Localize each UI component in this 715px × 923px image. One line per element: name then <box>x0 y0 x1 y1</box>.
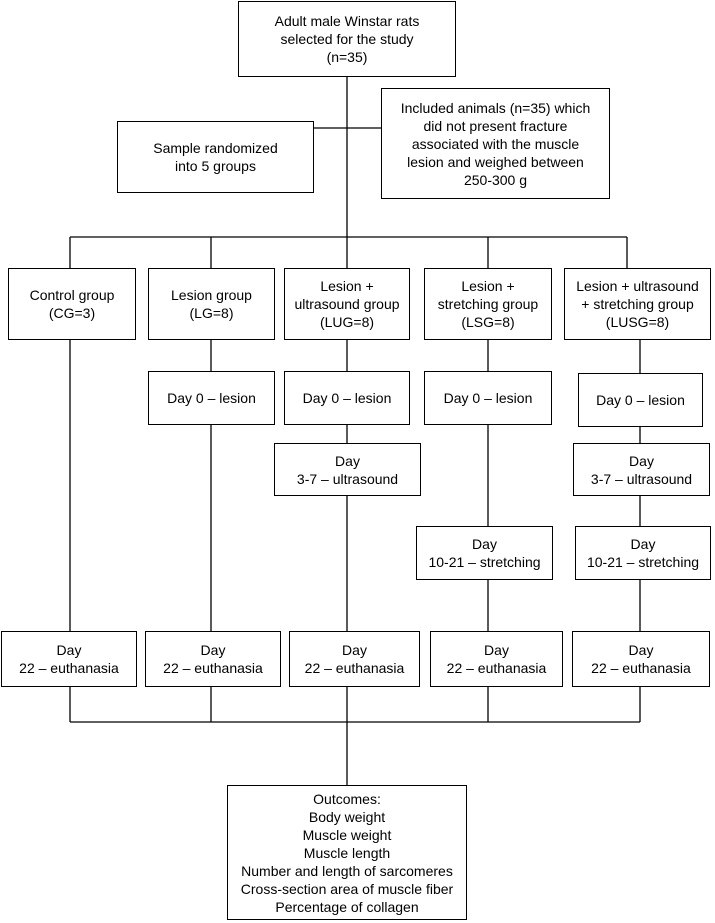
group-label: Control group <box>29 287 115 303</box>
euthanasia-lsg: Day 22 – euthanasia <box>430 631 563 687</box>
group-lesion-ultrasound-stretching: Lesion + ultrasound + stretching group (… <box>564 268 711 340</box>
group-label: Lesion + <box>320 278 374 294</box>
step-label: Day 0 – lesion <box>167 390 256 406</box>
step-label: Day <box>200 642 226 658</box>
study-selection-line: Adult male Winstar rats <box>274 13 420 29</box>
group-label: (LUG=8) <box>319 314 375 330</box>
step-label: 3-7 – ultrasound <box>590 470 693 487</box>
group-label: ultrasound group <box>294 296 400 312</box>
group-label: (LSG=8) <box>461 314 515 330</box>
outcome-item: Muscle length <box>303 844 391 861</box>
group-label: stretching group <box>437 296 539 312</box>
group-label: Lesion + <box>461 278 515 294</box>
group-label: + stretching group <box>581 296 694 312</box>
day0-lesion-lug: Day 0 – lesion <box>284 371 410 425</box>
outcome-item: Cross-section area of muscle fiber <box>240 880 454 897</box>
outcome-item: Body weight <box>308 808 386 825</box>
step-label: 10-21 – stretching <box>586 554 700 570</box>
study-selection-line: (n=35) <box>326 49 368 65</box>
group-label: (LUSG=8) <box>605 314 670 330</box>
day0-lesion-lg: Day 0 – lesion <box>148 371 275 425</box>
step-label: Day 0 – lesion <box>443 390 533 406</box>
stretching-lusg: Day 10-21 – stretching <box>575 526 711 580</box>
randomization-line: Sample randomized <box>153 140 278 156</box>
study-selection-line: selected for the study <box>280 31 414 47</box>
step-label: 22 – euthanasia <box>591 660 691 676</box>
step-label: 22 – euthanasia <box>304 660 405 676</box>
randomization-line: into 5 groups <box>175 158 256 174</box>
group-lesion: Lesion group (LG=8) <box>148 268 275 340</box>
randomization-box: Sample randomized into 5 groups <box>117 121 314 193</box>
inclusion-line: lesion and weighed between <box>407 153 584 170</box>
step-label: Day <box>342 642 367 658</box>
outcomes-title: Outcomes: <box>313 790 381 807</box>
euthanasia-lusg: Day 22 – euthanasia <box>572 631 710 687</box>
day0-lesion-lusg: Day 0 – lesion <box>578 373 703 427</box>
step-label: Day <box>484 642 509 658</box>
day0-lesion-lsg: Day 0 – lesion <box>424 371 552 425</box>
step-label: Day <box>472 536 497 552</box>
inclusion-criteria-box: Included animals (n=35) which did not pr… <box>381 88 610 199</box>
group-label: Lesion + ultrasound <box>576 278 699 294</box>
ultrasound-lug: Day 3-7 – ultrasound <box>274 443 421 496</box>
group-label: (CG=3) <box>48 305 96 321</box>
ultrasound-lusg: Day 3-7 – ultrasound <box>573 443 710 496</box>
outcome-item: Percentage of collagen <box>275 898 419 915</box>
euthanasia-lg: Day 22 – euthanasia <box>145 631 281 687</box>
stretching-lsg: Day 10-21 – stretching <box>416 526 553 580</box>
step-label: Day <box>629 452 654 469</box>
group-lesion-stretching: Lesion + stretching group (LSG=8) <box>424 268 552 340</box>
step-label: 22 – euthanasia <box>163 660 263 676</box>
step-label: Day <box>335 452 360 469</box>
inclusion-line: did not present fracture <box>423 117 568 134</box>
group-control: Control group (CG=3) <box>8 268 136 340</box>
step-label: Day <box>628 642 654 658</box>
step-label: 10-21 – stretching <box>428 554 541 570</box>
euthanasia-lug: Day 22 – euthanasia <box>289 631 420 687</box>
inclusion-line: associated with the muscle <box>411 135 580 152</box>
study-selection-box: Adult male Winstar rats selected for the… <box>238 1 456 77</box>
step-label: Day 0 – lesion <box>302 390 392 406</box>
step-label: 22 – euthanasia <box>446 660 547 676</box>
step-label: 3-7 – ultrasound <box>296 470 399 487</box>
inclusion-line: Included animals (n=35) which <box>400 99 591 116</box>
step-label: 22 – euthanasia <box>19 660 119 676</box>
step-label: Day 0 – lesion <box>596 392 685 408</box>
group-label: (LG=8) <box>189 305 234 321</box>
group-label: Lesion group <box>171 287 252 303</box>
outcome-item: Muscle weight <box>302 826 392 843</box>
outcome-item: Number and length of sarcomeres <box>241 862 453 879</box>
euthanasia-cg: Day 22 – euthanasia <box>1 631 137 687</box>
group-lesion-ultrasound: Lesion + ultrasound group (LUG=8) <box>284 268 410 340</box>
step-label: Day <box>630 536 656 552</box>
step-label: Day <box>56 642 82 658</box>
outcomes-box: Outcomes: Body weight Muscle weight Musc… <box>227 785 467 920</box>
inclusion-line: 250-300 g <box>463 171 528 188</box>
